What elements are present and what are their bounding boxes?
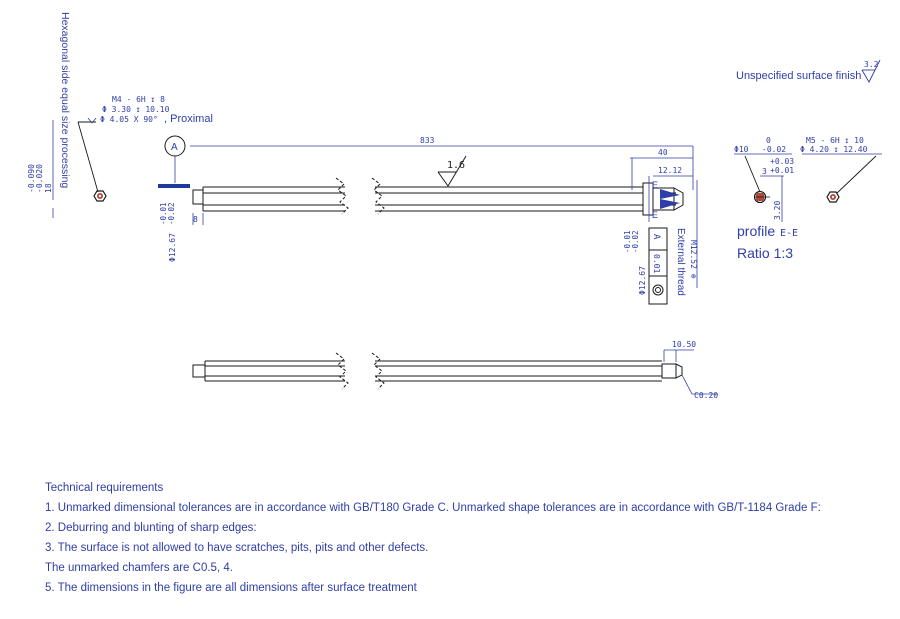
left-dia-tol-upper: -0.01 <box>159 202 168 225</box>
right-dia-tol-upper: -0.01 <box>623 230 632 253</box>
profile-section: E-E <box>780 228 798 239</box>
lower-end-dim: 10.50 <box>672 340 696 349</box>
section-marker-bottom: E <box>652 210 658 220</box>
profile-dia-tol-upper: 0 <box>766 136 771 145</box>
left-drill-spec: Φ 3.30 ↧ 10.10 <box>102 105 170 114</box>
hex-tol-upper: -0.020 <box>35 164 44 193</box>
left-dia-tol-lower: -0.02 <box>167 202 176 225</box>
gdt-value: 0.01 <box>652 254 661 273</box>
step-dim: 12.12 <box>658 166 682 175</box>
technical-requirements: Technical requirements 1. Unmarked dimen… <box>45 478 885 598</box>
length-dim: 833 <box>420 136 435 145</box>
gdt-frame <box>648 227 668 305</box>
hex-end-view-right <box>826 191 840 203</box>
rod-top <box>192 177 684 216</box>
hex-tol-lower: -0.090 <box>27 164 36 193</box>
profile-small-tol-upper: +0.03 <box>770 157 794 166</box>
profile-section-view <box>753 190 770 204</box>
roughness-value: 1.6 <box>447 160 465 171</box>
surface-finish-label: Unspecified surface finish <box>736 70 861 82</box>
tech-req-item-5: 5. The dimensions in the figure are all … <box>45 582 417 594</box>
profile-dia-tol-lower: -0.02 <box>762 145 786 154</box>
right-dia: Φ12.67 <box>638 266 647 295</box>
right-vertical-dims: -0.01 -0.02 Φ12.67 A 0.01 External threa… <box>623 180 698 305</box>
profile-label: profile <box>737 223 775 239</box>
hex-tolerance: 18 -0.020 -0.090 <box>27 164 53 193</box>
section-marker-top: E <box>652 180 658 190</box>
ratio-label: Ratio 1:3 <box>737 245 793 261</box>
profile-drill-spec: Φ 4.20 ↧ 12.40 <box>800 145 868 154</box>
lower-chamfer-dim: C0.20 <box>694 391 718 400</box>
profile-depth-dim: 3.20 <box>773 201 782 220</box>
datum-bar <box>158 184 190 188</box>
tech-req-item-2: 2. Deburring and blunting of sharp edges… <box>45 522 257 534</box>
profile-small-tol-lower: +0.01 <box>770 166 794 175</box>
tech-req-item-3: 3. The surface is not allowed to have sc… <box>45 542 429 554</box>
vertical-note: Hexagonal side equal size processing <box>59 12 71 188</box>
tech-req-title: Technical requirements <box>45 482 164 494</box>
proximal-label: , Proximal <box>164 113 213 125</box>
left-dim: 8 <box>193 215 198 224</box>
profile-small-dim: 3 <box>762 167 767 176</box>
left-thread-spec: M4 - 6H ↧ 8 <box>112 95 165 104</box>
left-dia: Φ12.67 <box>168 233 177 262</box>
surface-finish-symbol: 3.2 <box>861 59 881 83</box>
external-thread-label: External thread <box>675 228 686 296</box>
hex-tol-value: 18 <box>44 183 53 193</box>
tech-req-item-4: The unmarked chamfers are C0.5, 4. <box>45 562 233 574</box>
hex-end-view-left <box>93 190 107 202</box>
profile-dia: Φ10 <box>734 145 749 154</box>
roughness-symbol: 1.6 <box>437 155 467 187</box>
left-chamfer-spec: Φ 4.05 X 90° <box>100 115 158 124</box>
rod-bottom <box>192 352 683 390</box>
right-dia-tol-lower: -0.02 <box>631 230 640 253</box>
left-callout: M4 - 6H ↧ 8 Φ 3.30 ↧ 10.10 Φ 4.05 X 90° … <box>87 95 213 125</box>
datum-letter: A <box>171 142 178 153</box>
gdt-symbol: A <box>651 234 661 240</box>
thread-dim: M12.52 ⊕ <box>689 240 698 279</box>
profile-thread-spec: M5 - 6H ↧ 10 <box>806 136 864 145</box>
tech-req-item-1: 1. Unmarked dimensional tolerances are i… <box>45 502 821 514</box>
profile-dims: 0 Φ10 -0.02 M5 - 6H ↧ 10 Φ 4.20 ↧ 12.40 … <box>734 136 868 220</box>
end-length-dim: 40 <box>658 148 668 157</box>
surface-finish-value: 3.2 <box>864 60 879 69</box>
